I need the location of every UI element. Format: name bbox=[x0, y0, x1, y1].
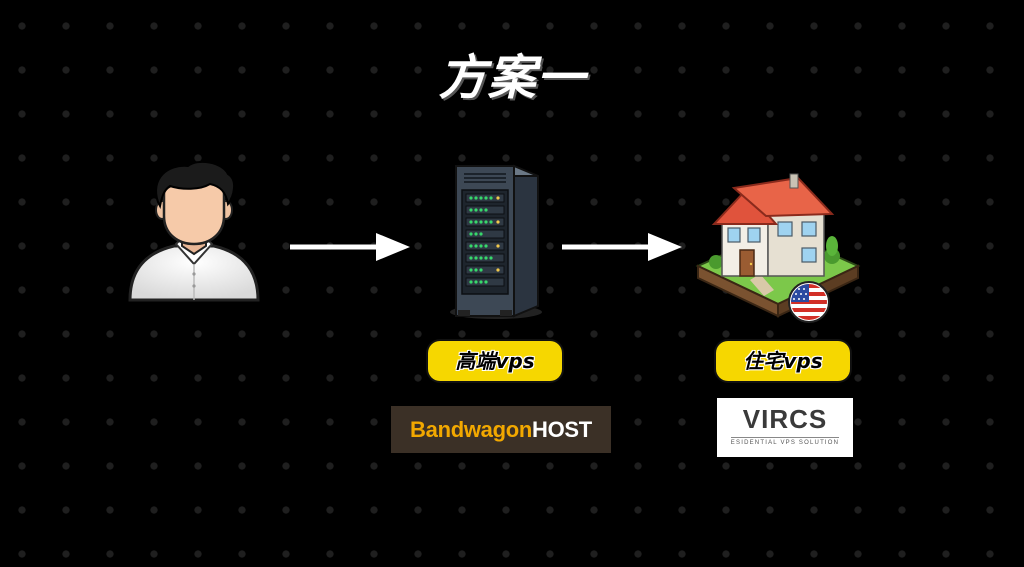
vircs-logo-rule bbox=[731, 437, 839, 438]
vircs-logo: VIRCS ESIDENTIAL VPS SOLUTION bbox=[717, 398, 853, 457]
user-avatar-icon bbox=[128, 160, 260, 302]
diagram-title: 方案一 bbox=[438, 50, 586, 106]
server-rack-icon bbox=[450, 164, 542, 319]
bandwagon-logo-text: Bandwagon bbox=[410, 417, 533, 442]
vircs-logo-word: VIRCS bbox=[742, 404, 828, 434]
arrow-server-to-house bbox=[562, 233, 682, 261]
bandwagonhost-logo: BandwagonHOST bbox=[391, 406, 611, 453]
arrow-user-to-server bbox=[290, 233, 410, 261]
us-flag-icon bbox=[788, 281, 830, 323]
server-label-pill: 高端vps bbox=[428, 341, 562, 381]
residential-house-icon bbox=[695, 173, 861, 323]
host-logo-text: HOST bbox=[532, 417, 592, 442]
house-label-pill: 住宅vps bbox=[716, 341, 850, 381]
vircs-logo-tagline: ESIDENTIAL VPS SOLUTION bbox=[730, 440, 840, 446]
